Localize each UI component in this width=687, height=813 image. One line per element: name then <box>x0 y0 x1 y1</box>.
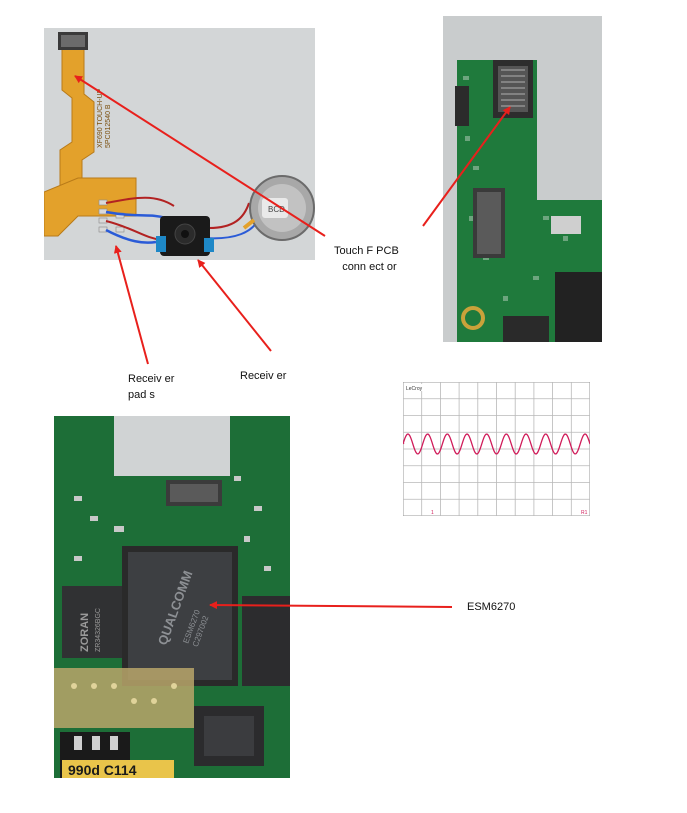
receiver-pads-label-line1: Receiv er <box>128 373 175 385</box>
bottom-board-print: 990d C114 <box>68 762 137 778</box>
main-board-photo: QUALCOMM ESM6270 C297002 ZORAN ZR34326BG… <box>54 416 290 778</box>
arrow-touch-connector-left <box>74 75 326 237</box>
scope-marker-right: R1 <box>581 510 588 516</box>
arrow-receiver-pads <box>113 245 149 365</box>
flex-receiver-photo: BCD XF690 TOUCH-UP 5PC012540 B <box>44 28 315 260</box>
zoran-print: ZORAN <box>79 613 91 652</box>
arrow-esm6270 <box>209 601 453 610</box>
scope-brand: LeCroy <box>406 386 423 392</box>
esm6270-label: ESM6270 <box>467 601 516 613</box>
scope-ch-marker: - <box>403 441 405 447</box>
flex-print-1: XF690 TOUCH-UP <box>97 88 104 148</box>
arrow-touch-connector-right <box>422 106 511 227</box>
oscilloscope-screen: LeCroy - 1 R1 <box>403 382 590 516</box>
touch-connector-label-line1: Touch F PCB <box>334 245 399 257</box>
touch-connector-label: Touch F PCB conn ect or <box>334 243 399 275</box>
scope-marker-left: 1 <box>431 510 434 516</box>
zoran-code-print: ZR34326BGC <box>95 608 102 652</box>
waveform-trace <box>403 433 590 455</box>
receiver-pads-label: Receiv er pad s <box>128 371 174 403</box>
receiver-pads-label-line2: pad s <box>128 389 155 401</box>
touch-connector-label-line2: conn ect or <box>342 261 397 273</box>
speaker-print: BCD <box>268 205 285 214</box>
arrow-receiver <box>197 259 272 352</box>
flex-print-2: 5PC012540 B <box>105 104 112 148</box>
receiver-label: Receiv er <box>240 370 287 382</box>
